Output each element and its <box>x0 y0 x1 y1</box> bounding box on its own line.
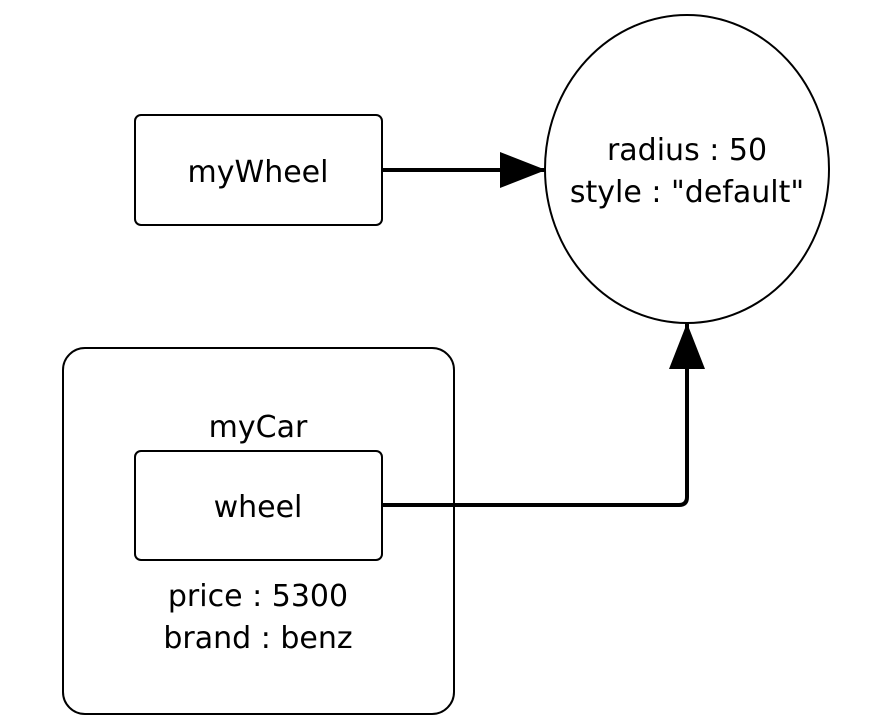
wheel-field-label: wheel <box>214 490 303 525</box>
car-brand: brand : benz <box>163 621 352 656</box>
car-wheel-reference-arrow <box>382 323 705 507</box>
my-wheel-node: myWheel <box>134 114 383 226</box>
wheel-object-ellipse <box>544 14 830 324</box>
wheel-object-node: radius : 50 style : "default" <box>544 14 830 324</box>
my-car-node: myCar wheel price : 5300 brand : benz <box>62 347 455 715</box>
wheel-field-node: wheel <box>134 450 383 561</box>
car-price: price : 5300 <box>168 579 348 614</box>
my-wheel-label: myWheel <box>188 155 329 190</box>
wheel-object-radius: radius : 50 <box>607 133 767 168</box>
my-car-label: myCar <box>209 410 308 445</box>
wheel-object-style: style : "default" <box>570 175 804 210</box>
